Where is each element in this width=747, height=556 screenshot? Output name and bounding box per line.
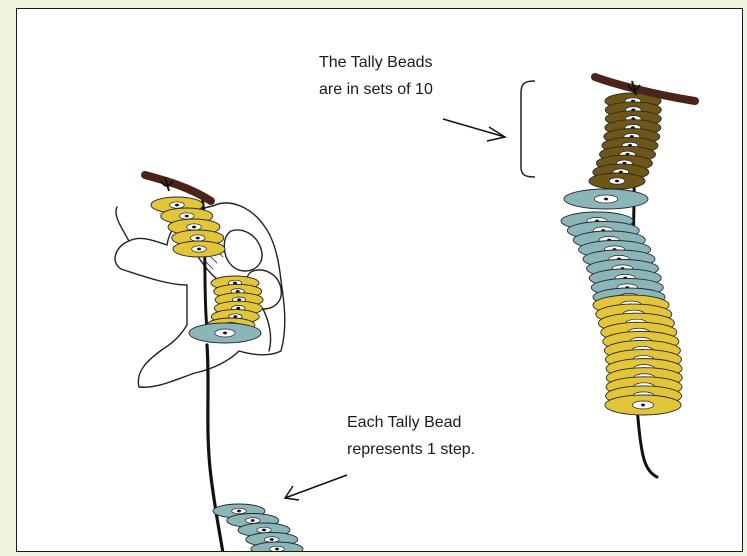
right-brown-bead <box>589 173 645 189</box>
step-annotation: Each Tally Bead represents 1 step. <box>347 409 475 463</box>
left-top-yellow-bead <box>173 241 225 257</box>
arrow-to-bead <box>285 475 347 500</box>
sets-annotation-line2: are in sets of 10 <box>319 76 433 103</box>
step-annotation-line1: Each Tally Bead <box>347 409 475 436</box>
diagram-panel: The Tally Beads are in sets of 10 Each T… <box>16 8 743 552</box>
step-annotation-line2: represents 1 step. <box>347 436 475 463</box>
right-top-blue-bead <box>564 189 648 209</box>
right-yellow-bead <box>605 395 681 415</box>
arrow-to-bracket <box>443 119 505 141</box>
sets-annotation: The Tally Beads are in sets of 10 <box>319 49 433 103</box>
bead-strands <box>151 93 682 552</box>
left-blue-bead <box>189 323 261 343</box>
sets-annotation-line1: The Tally Beads <box>319 49 433 76</box>
bracket <box>521 81 535 177</box>
